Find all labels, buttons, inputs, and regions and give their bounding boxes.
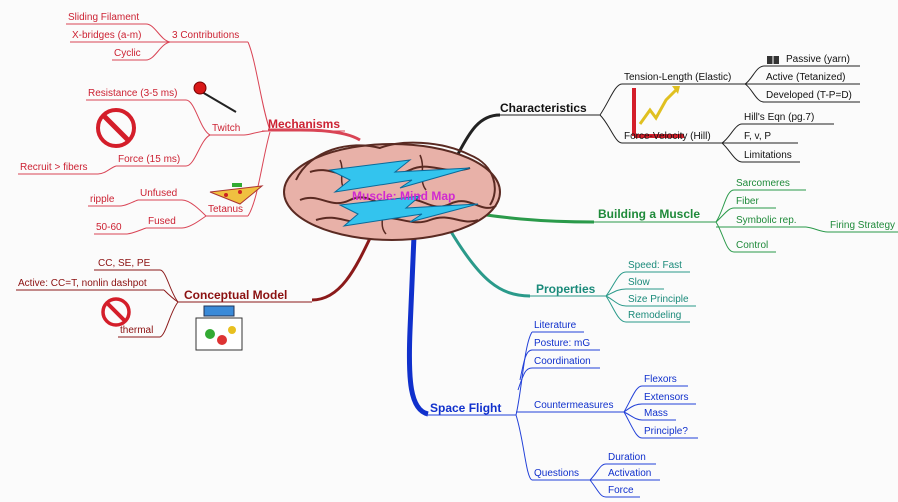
firing-strategy-item[interactable]: Firing Strategy [830,221,895,231]
box-icon [196,306,242,350]
characteristics-node[interactable]: Characteristics [500,102,587,114]
space-flight-item[interactable]: Literature [534,321,576,331]
conceptual-model-node[interactable]: Conceptual Model [184,289,287,301]
tension-length-node[interactable]: Tension-Length (Elastic) [624,73,731,83]
tension-length-item[interactable]: Passive (yarn) [786,55,850,65]
tetanus-unfused[interactable]: Unfused [140,189,177,199]
space-flight-item[interactable]: Posture: mG [534,339,590,349]
graph-icon [634,86,684,136]
no-sign-icon [103,299,129,325]
conceptual-item[interactable]: Active: CC=T, nonlin dashpot [18,279,147,289]
tension-length-item[interactable]: Developed (T-P=D) [766,91,852,101]
force-velocity-node[interactable]: Force-Velocity (Hill) [624,132,711,142]
properties-item[interactable]: Size Principle [628,295,689,305]
properties-item[interactable]: Slow [628,278,650,288]
tetanus-ripple[interactable]: ripple [90,195,114,205]
central-topic[interactable]: Muscle: Mind Map [352,190,455,202]
countermeasures-item[interactable]: Flexors [644,375,677,385]
building-item[interactable]: Sarcomeres [736,179,790,189]
pin-icon [194,82,236,112]
contribution-item[interactable]: Sliding Filament [68,13,139,23]
force-velocity-item[interactable]: Hill's Eqn (pg.7) [744,113,814,123]
properties-connectors [450,230,696,322]
building-item[interactable]: Symbolic rep. [736,216,797,226]
force-velocity-item[interactable]: Limitations [744,151,792,161]
building-item[interactable]: Fiber [736,197,759,207]
book-icon [767,56,779,64]
questions-item[interactable]: Duration [608,453,646,463]
conceptual-item[interactable]: CC, SE, PE [98,259,150,269]
questions-item[interactable]: Activation [608,469,651,479]
countermeasures-item[interactable]: Extensors [644,393,688,403]
twitch-item[interactable]: Resistance (3-5 ms) [88,89,177,99]
countermeasures-item[interactable]: Principle? [644,427,688,437]
contributions-node[interactable]: 3 Contributions [172,31,239,41]
no-sign-icon [98,110,134,146]
properties-item[interactable]: Speed: Fast [628,261,682,271]
mechanisms-node[interactable]: Mechanisms [268,118,340,130]
properties-node[interactable]: Properties [536,283,595,295]
questions-node[interactable]: Questions [534,469,579,479]
building-item[interactable]: Control [736,241,768,251]
tetanus-fused[interactable]: Fused [148,217,176,227]
contribution-item[interactable]: Cyclic [114,49,141,59]
twitch-node[interactable]: Twitch [212,124,240,134]
countermeasures-node[interactable]: Countermeasures [534,401,613,411]
questions-item[interactable]: Force [608,486,634,496]
tension-length-item[interactable]: Active (Tetanized) [766,73,845,83]
space-flight-item[interactable]: Coordination [534,357,591,367]
conceptual-item[interactable]: thermal [120,326,153,336]
space-flight-node[interactable]: Space Flight [430,402,501,414]
twitch-item[interactable]: Force (15 ms) [118,155,180,165]
tetanus-node[interactable]: Tetanus [208,205,243,215]
contribution-item[interactable]: X-bridges (a-m) [72,31,141,41]
recruit-item[interactable]: Recruit > fibers [20,163,88,173]
tetanus-fused-value[interactable]: 50-60 [96,223,122,233]
building-node[interactable]: Building a Muscle [598,208,700,220]
countermeasures-item[interactable]: Mass [644,409,668,419]
properties-item[interactable]: Remodeling [628,311,681,321]
force-velocity-item[interactable]: F, v, P [744,132,771,142]
